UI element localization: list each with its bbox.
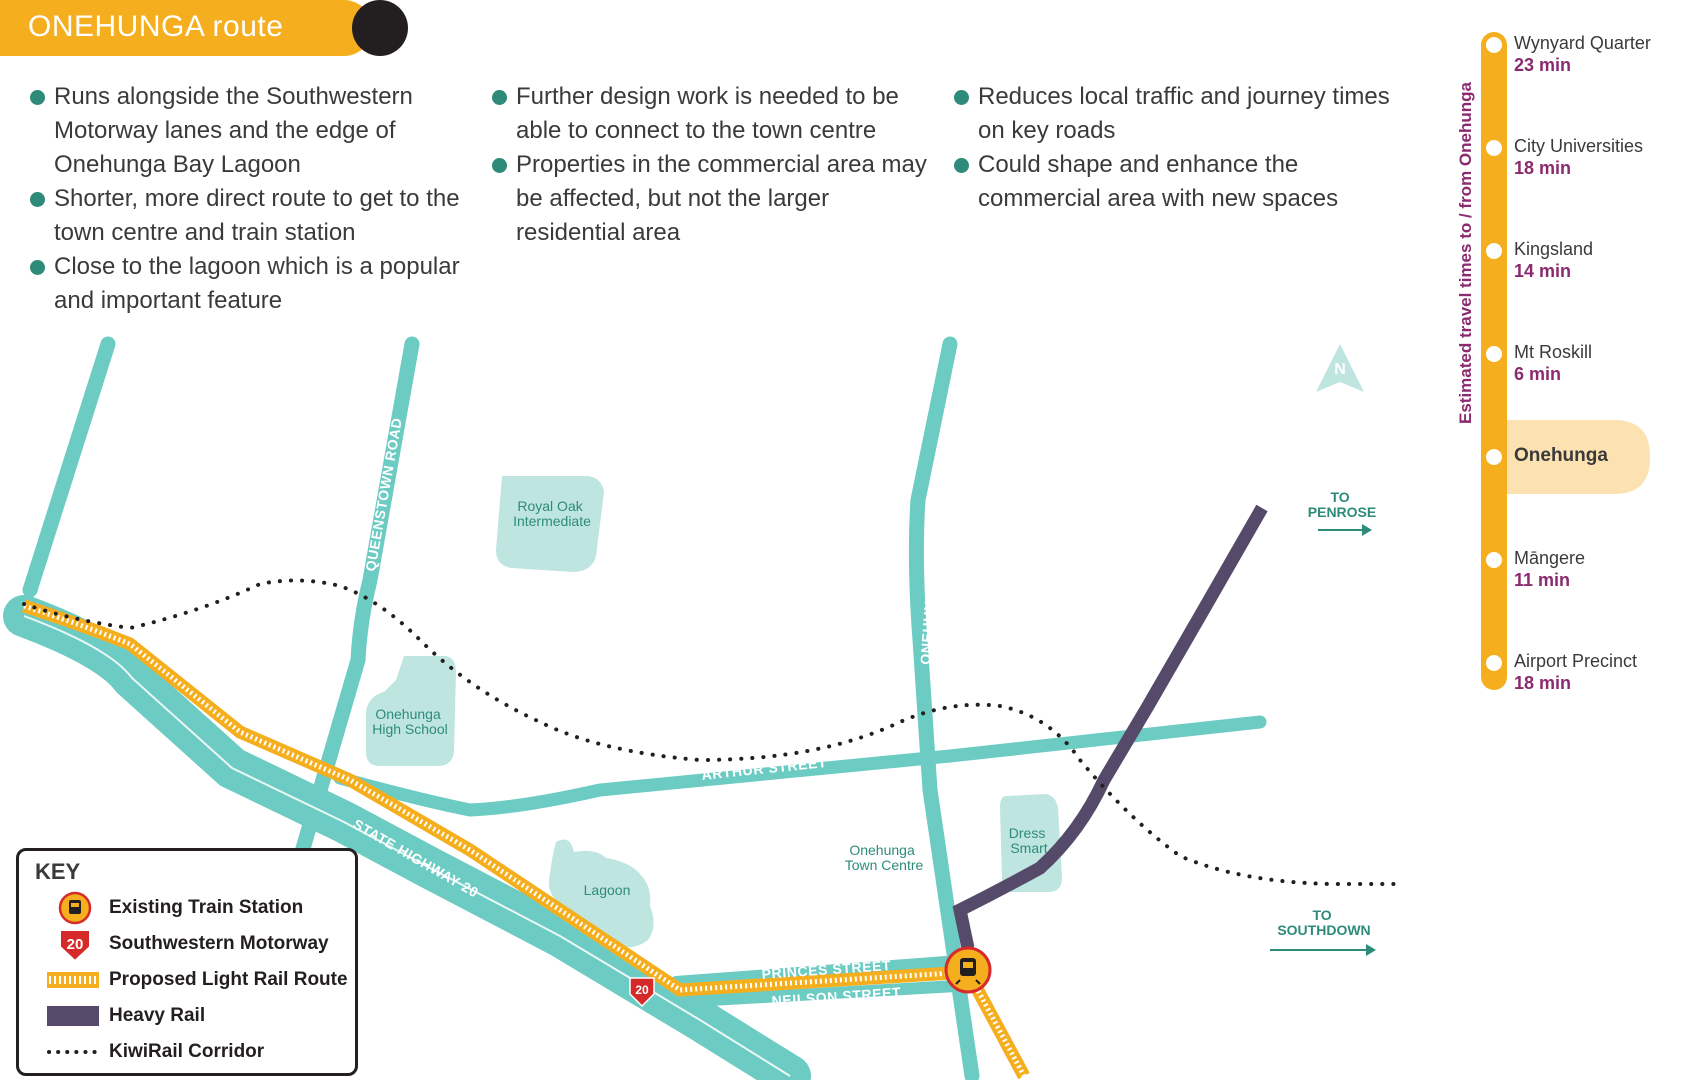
- train-station-icon: [58, 891, 92, 925]
- to-southdown-label: TO SOUTHDOWN: [1277, 907, 1370, 938]
- key-item-kiwirail: KiwiRail Corridor: [31, 1035, 351, 1069]
- stop-name: Airport Precinct: [1514, 651, 1638, 671]
- bullet-item: Runs alongside the Southwestern Motorway…: [30, 80, 470, 182]
- penrose-arrow-icon: [1318, 524, 1372, 536]
- bullet-dot-icon: [30, 90, 45, 105]
- stop-name: City Universities: [1514, 136, 1644, 156]
- bullet-dot-icon: [492, 90, 507, 105]
- bullet-text: Could shape and enhance the commercial a…: [978, 151, 1339, 212]
- lagoon-area: [548, 839, 654, 948]
- bullet-text: Close to the lagoon which is a popular a…: [54, 253, 460, 314]
- bullet-dot-icon: [30, 260, 45, 275]
- stop-travel-time: 14 min: [1514, 261, 1572, 281]
- key-motorway-shield-label: 20: [67, 936, 84, 953]
- stop-name: Mt Roskill: [1514, 342, 1593, 362]
- bullet-text: Reduces local traffic and journey times …: [978, 83, 1390, 144]
- key-item-motorway: 20 Southwestern Motorway: [31, 927, 351, 961]
- onehunga-train-station-icon: [944, 946, 992, 994]
- bullet-dot-icon: [954, 158, 969, 173]
- proposed-light-rail-route: [22, 599, 1030, 1080]
- stop-marker: [1486, 140, 1502, 156]
- motorway-shield-icon: 20: [59, 929, 91, 961]
- key-title: KEY: [35, 859, 81, 884]
- bullet-dot-icon: [492, 158, 507, 173]
- stop-marker: [1486, 346, 1502, 362]
- kiwirail-corridor: [22, 578, 1406, 886]
- bullet-column-1: Runs alongside the Southwestern Motorway…: [30, 80, 470, 318]
- bullet-item: Shorter, more direct route to get to the…: [30, 182, 470, 250]
- current-stop-highlight: [1500, 420, 1650, 494]
- key-label-motorway: Southwestern Motorway: [109, 933, 329, 954]
- stop-name: Wynyard Quarter: [1514, 33, 1651, 53]
- bullet-item: Further design work is needed to be able…: [492, 80, 932, 148]
- onehunga-mall: [908, 336, 980, 1080]
- bullet-item: Reduces local traffic and journey times …: [954, 80, 1394, 148]
- key-item-heavy-rail: Heavy Rail: [31, 999, 351, 1033]
- motorway-shield-icon: 20: [629, 977, 655, 1008]
- lagoon-label: Lagoon: [584, 882, 631, 898]
- travel-times-title: Estimated travel times to / from Onehung…: [1456, 81, 1475, 424]
- key-label-kiwirail: KiwiRail Corridor: [109, 1041, 265, 1062]
- town-centre-label: Onehunga Town Centre: [845, 842, 924, 873]
- key-label-heavy-rail: Heavy Rail: [109, 1005, 206, 1026]
- stop-name: Māngere: [1514, 548, 1586, 568]
- bullet-text: Properties in the commercial area may be…: [516, 151, 927, 246]
- title-banner: ONEHUNGA route: [0, 0, 372, 56]
- stop-travel-time: 18 min: [1514, 158, 1572, 178]
- key-label-train-station: Existing Train Station: [109, 897, 304, 918]
- light-rail-swatch: [47, 972, 99, 988]
- royal-oak-intermediate-area: [496, 476, 604, 572]
- bullet-text: Runs alongside the Southwestern Motorway…: [54, 83, 413, 178]
- stop-marker: [1486, 552, 1502, 568]
- to-penrose-label: TO PENROSE: [1308, 489, 1376, 520]
- stop-travel-time: 23 min: [1514, 55, 1572, 75]
- bullet-column-3: Reduces local traffic and journey times …: [954, 80, 1394, 216]
- kiwirail-dots: [47, 1050, 101, 1054]
- bullet-column-2: Further design work is needed to be able…: [492, 80, 932, 250]
- stop-travel-time: 18 min: [1514, 673, 1572, 693]
- bullet-item: Close to the lagoon which is a popular a…: [30, 250, 470, 318]
- hillsborough-road: [22, 336, 116, 598]
- state-highway-20-centreline: [23, 615, 791, 1077]
- north-label: N: [1334, 361, 1346, 378]
- stop-marker: [1486, 655, 1502, 671]
- hillsborough-road-label: HILLSBOROUGH ROAD: [58, 420, 125, 586]
- page-title: ONEHUNGA route: [28, 10, 284, 43]
- stop-name: Onehunga: [1514, 445, 1608, 466]
- heavy-rail-line: [952, 504, 1268, 950]
- stop-marker: [1486, 243, 1502, 259]
- southdown-arrow-icon: [1270, 944, 1376, 956]
- stop-travel-time: 11 min: [1514, 570, 1571, 590]
- onehunga-high-school-area: [366, 656, 456, 766]
- heavy-rail-swatch: [47, 1006, 99, 1026]
- bullet-dot-icon: [30, 192, 45, 207]
- key-item-light-rail: Proposed Light Rail Route: [31, 963, 351, 997]
- title-dot: [352, 0, 408, 56]
- key-item-train-station: Existing Train Station: [31, 891, 351, 925]
- bullet-dot-icon: [954, 90, 969, 105]
- key-label-light-rail: Proposed Light Rail Route: [109, 969, 348, 990]
- dress-smart-label: Dress Smart: [1009, 825, 1049, 856]
- arthur-street: [333, 715, 1267, 817]
- royal-oak-intermediate-label: Royal Oak Intermediate: [513, 498, 591, 529]
- stop-travel-time: 6 min: [1514, 364, 1562, 384]
- map-key: KEY Existing Train Station 20 Southweste…: [16, 848, 358, 1076]
- bullet-text: Further design work is needed to be able…: [516, 83, 899, 144]
- bullet-item: Properties in the commercial area may be…: [492, 148, 932, 250]
- stop-marker: [1486, 37, 1502, 53]
- stop-name: Kingsland: [1514, 239, 1594, 259]
- neilson-street: [670, 980, 962, 1008]
- onehunga-high-school-label: Onehunga High School: [372, 706, 448, 737]
- north-arrow-icon: N: [1316, 344, 1364, 392]
- stop-marker: [1486, 449, 1502, 465]
- princes-street: [670, 956, 952, 988]
- motorway-shield-label: 20: [635, 983, 649, 997]
- queenstown-road-label: QUEENSTOWN ROAD: [362, 416, 405, 572]
- stop-markers: [1486, 37, 1502, 671]
- bullet-item: Could shape and enhance the commercial a…: [954, 148, 1394, 216]
- queenstown-road: [294, 336, 420, 860]
- bullet-text: Shorter, more direct route to get to the…: [54, 185, 460, 246]
